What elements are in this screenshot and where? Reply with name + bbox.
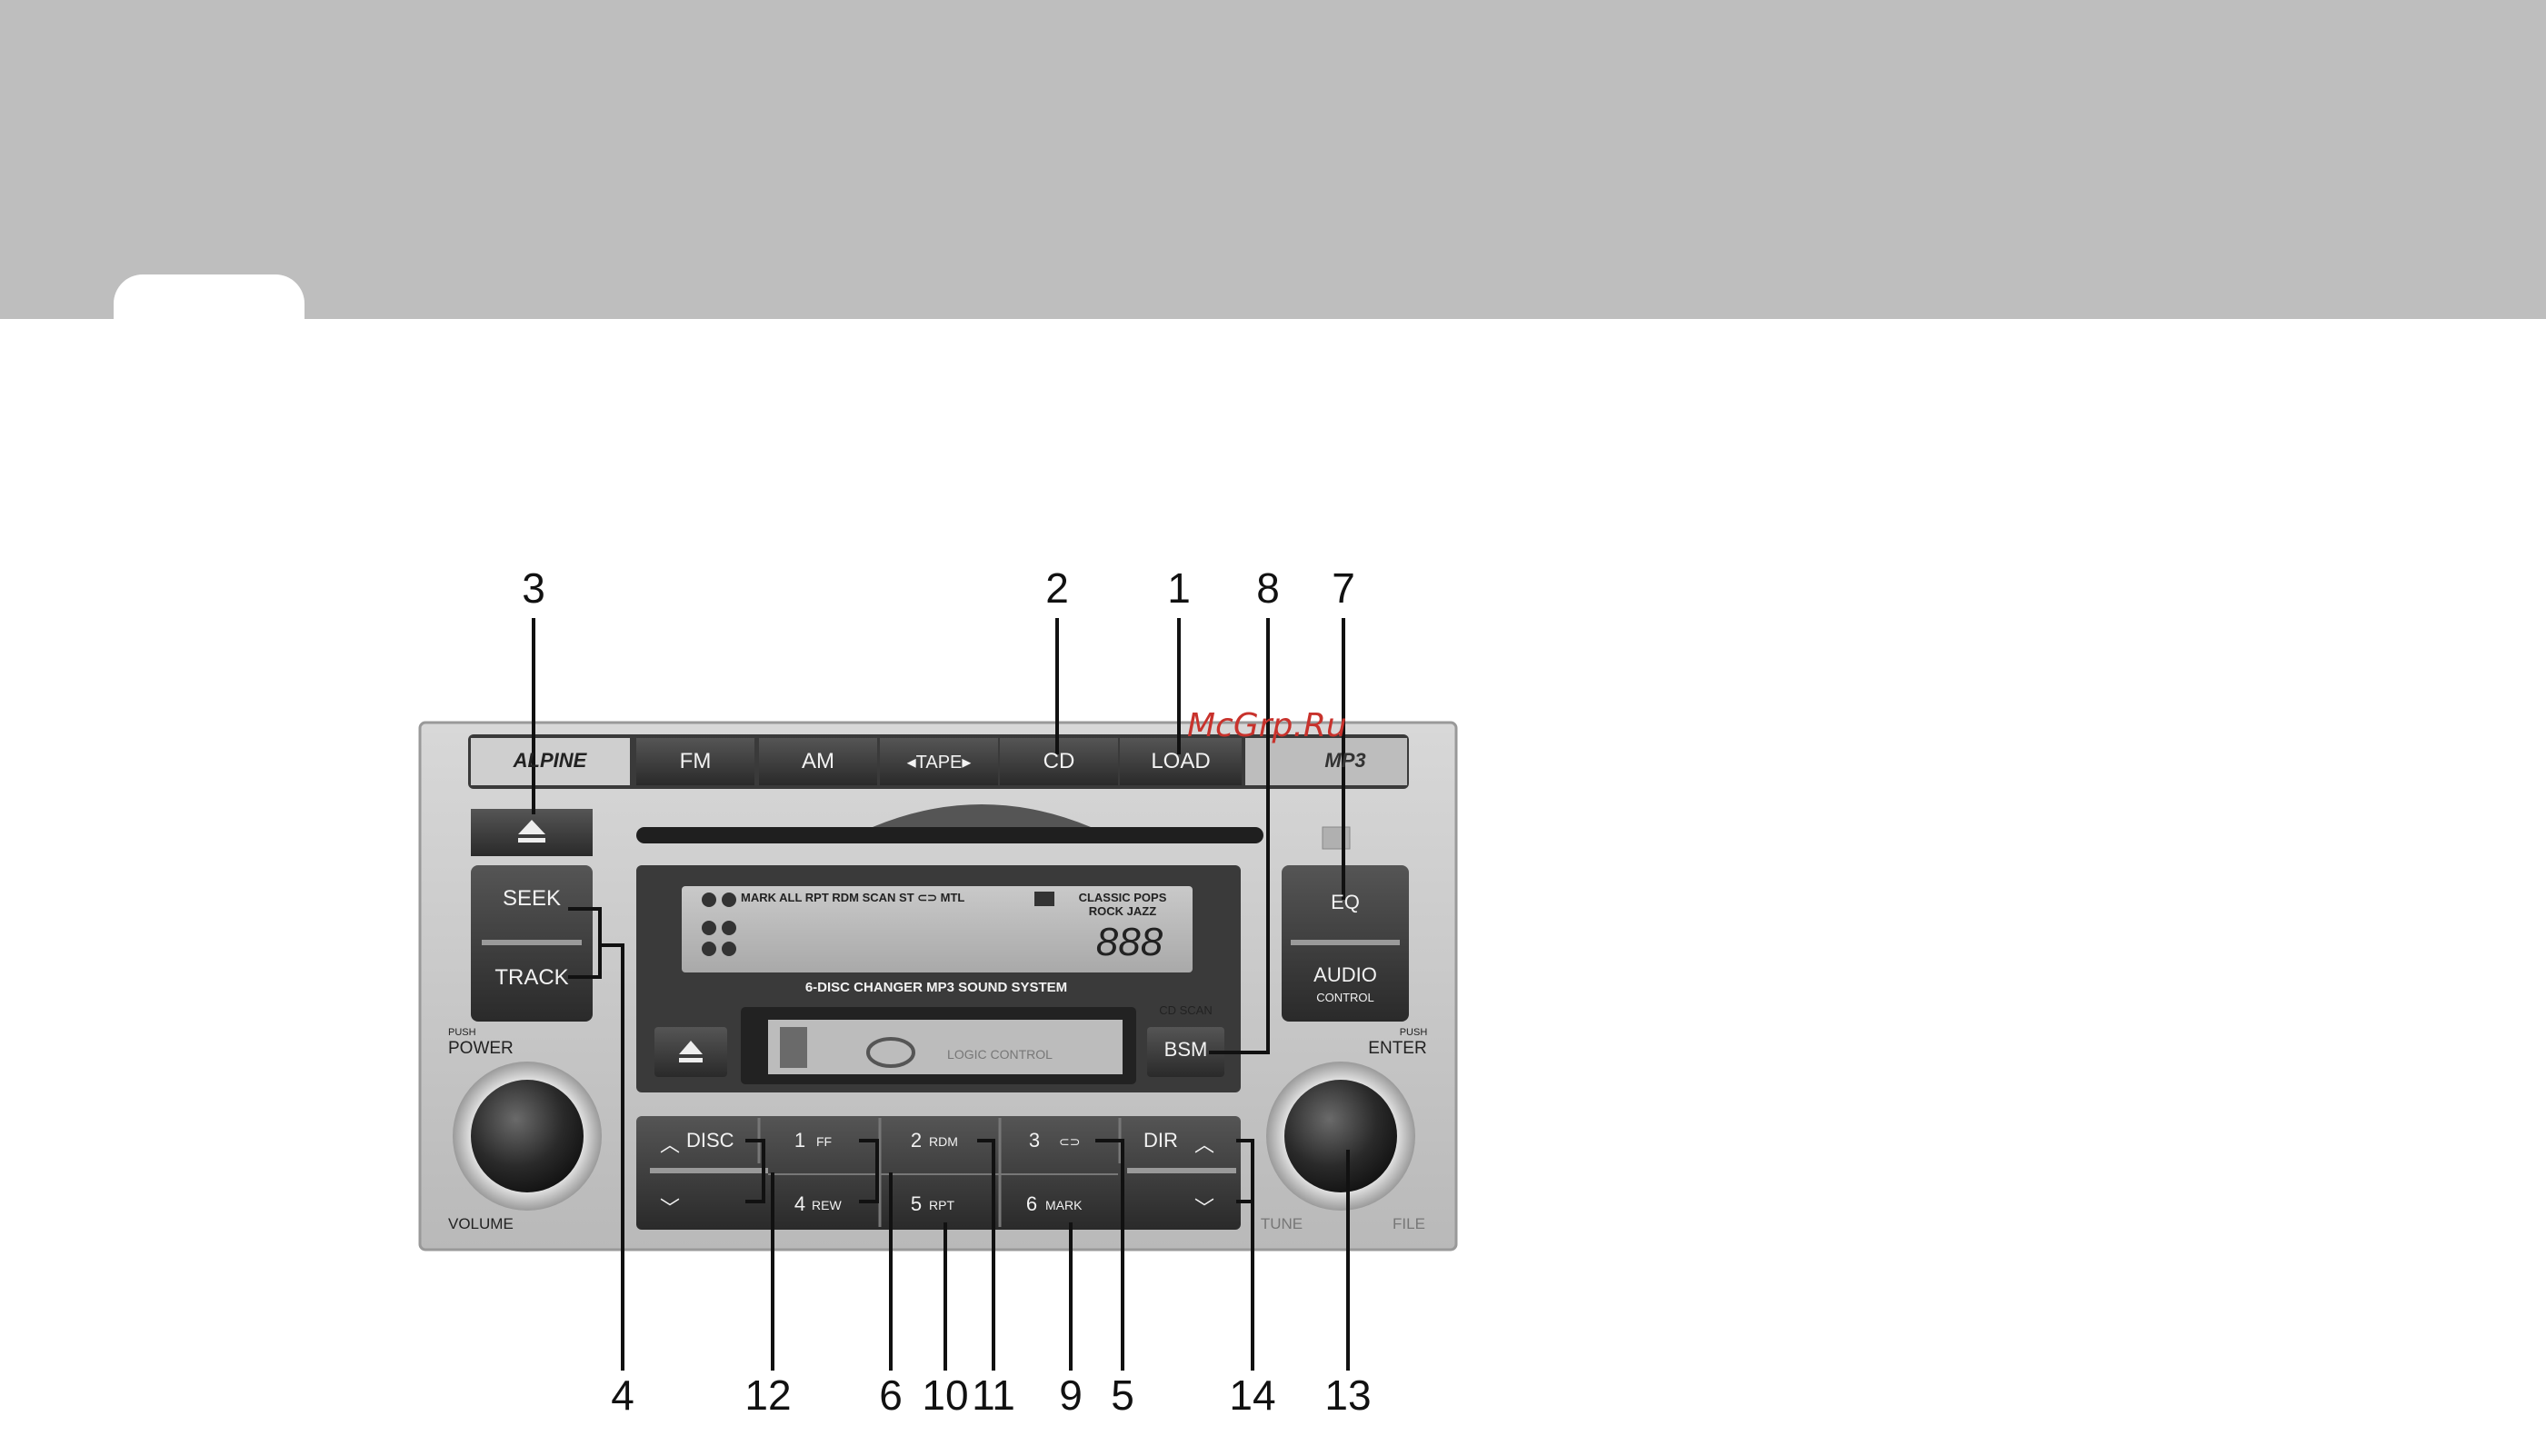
- watermark: McGrp.Ru: [1187, 707, 1347, 744]
- mp3-plate: [1245, 738, 1407, 785]
- enter-push-label: PUSH: [1399, 1027, 1428, 1038]
- callout-10: 10: [922, 1371, 969, 1419]
- volume-knob: [471, 1080, 584, 1192]
- preset-1-button[interactable]: 1: [794, 1129, 806, 1152]
- dir-up-icon: ︿: [1193, 1133, 1214, 1156]
- preset-1-sub: FF: [816, 1134, 833, 1149]
- preset-3-button[interactable]: 3: [1028, 1129, 1041, 1152]
- audio-button[interactable]: AUDIO: [1313, 963, 1377, 986]
- hyundai-logo-icon: [866, 1037, 915, 1068]
- tune-knob: [1284, 1080, 1397, 1192]
- eject-icon: [518, 820, 545, 834]
- bsm-button[interactable]: BSM: [1163, 1038, 1208, 1061]
- callout-9: 9: [1059, 1371, 1083, 1419]
- disc-up-icon: ︿: [659, 1133, 680, 1156]
- preset-4-sub: REW: [812, 1198, 842, 1212]
- preset-block: [636, 1116, 1241, 1230]
- callout-13: 13: [1324, 1371, 1372, 1419]
- cd-slot: [636, 827, 1263, 843]
- volume-label: VOLUME: [448, 1215, 514, 1232]
- lcd-display: [682, 886, 1193, 972]
- callout-leaders: [532, 618, 1350, 1371]
- callout-11: 11: [972, 1371, 1015, 1419]
- bsm-button-bg: [1147, 1027, 1224, 1077]
- preset-2-sub: RDM: [929, 1134, 958, 1149]
- page-tab: [114, 274, 305, 329]
- enter-label: ENTER: [1368, 1039, 1427, 1058]
- callout-5: 5: [1111, 1371, 1134, 1419]
- dir-down-icon: ﹀: [1193, 1197, 1214, 1220]
- tape-button[interactable]: ◂TAPE▸: [906, 753, 972, 773]
- display-indicators: MARK ALL RPT RDM SCAN ST ⊂⊃ MTL: [741, 891, 965, 904]
- display-genres-line-2: ROCK JAZZ: [1088, 904, 1157, 918]
- tape-logo-text: LOGIC CONTROL: [947, 1047, 1053, 1062]
- preset-4-button[interactable]: 4: [794, 1192, 806, 1215]
- callout-4: 4: [611, 1371, 634, 1419]
- am-button-bg: [759, 738, 877, 785]
- am-button[interactable]: AM: [802, 749, 834, 773]
- cd-button[interactable]: CD: [1043, 749, 1075, 773]
- dir-button[interactable]: DIR: [1143, 1129, 1178, 1152]
- callout-8: 8: [1256, 564, 1280, 612]
- track-button[interactable]: TRACK: [494, 965, 569, 990]
- page-header-band: [0, 0, 2546, 319]
- display-genres-line-1: CLASSIC POPS: [1078, 891, 1167, 904]
- disc-down-icon: ﹀: [659, 1197, 680, 1220]
- preset-5-sub: RPT: [929, 1198, 954, 1212]
- file-label: FILE: [1393, 1215, 1425, 1232]
- brand-plate: [471, 738, 630, 785]
- preset-3-sub: ⊂⊃: [1059, 1134, 1081, 1149]
- seek-button[interactable]: SEEK: [502, 886, 562, 911]
- eq-button[interactable]: EQ: [1331, 891, 1360, 913]
- preset-5-button[interactable]: 5: [910, 1192, 923, 1215]
- small-indicator: [1322, 826, 1351, 850]
- cd-scan-label: CD SCAN: [1159, 1003, 1213, 1017]
- mp3-badge: MP3: [1324, 749, 1366, 772]
- brand-logo: ALPINE: [513, 749, 587, 772]
- preset-2-button[interactable]: 2: [910, 1129, 923, 1152]
- audio-sub-label: CONTROL: [1316, 991, 1374, 1004]
- callout-1: 1: [1167, 564, 1191, 612]
- callout-7: 7: [1332, 564, 1355, 612]
- callout-12: 12: [744, 1371, 792, 1419]
- display-digits: 888: [1095, 920, 1163, 964]
- callout-6: 6: [879, 1371, 903, 1419]
- preset-6-sub: MARK: [1045, 1198, 1083, 1212]
- callout-2: 2: [1045, 564, 1069, 612]
- tape-button-bg: [880, 738, 998, 785]
- tune-label: TUNE: [1260, 1215, 1303, 1232]
- preset-6-button[interactable]: 6: [1025, 1192, 1038, 1215]
- callout-3: 3: [522, 564, 545, 612]
- system-caption: 6-DISC CHANGER MP3 SOUND SYSTEM: [804, 980, 1068, 995]
- fm-button[interactable]: FM: [679, 749, 712, 773]
- callout-14: 14: [1229, 1371, 1276, 1419]
- disc-button[interactable]: DISC: [686, 1129, 734, 1152]
- fm-button-bg: [636, 738, 754, 785]
- cd-slot-bump: [873, 804, 1091, 827]
- load-button[interactable]: LOAD: [1151, 749, 1211, 773]
- power-label: POWER: [448, 1039, 514, 1058]
- power-push-label: PUSH: [448, 1027, 476, 1038]
